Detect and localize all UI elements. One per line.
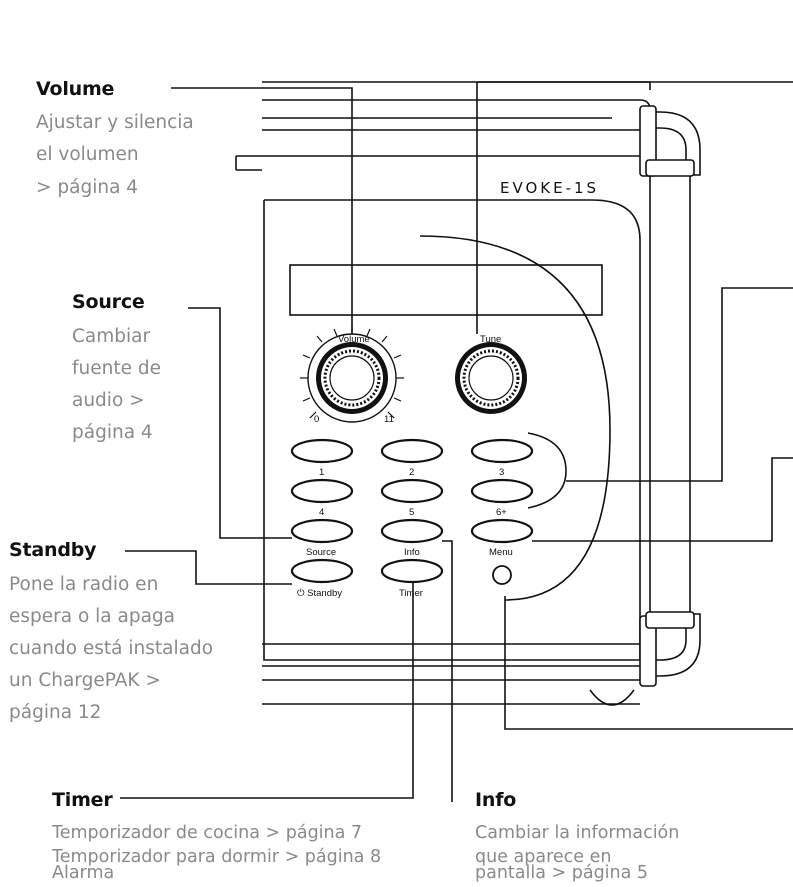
volume-max-label: 11	[384, 414, 394, 425]
callout-source-title: Source	[72, 291, 145, 313]
preset-bracket	[527, 432, 567, 509]
callout-source-line-1: Cambiar	[72, 326, 150, 347]
tune-knob[interactable]	[455, 342, 527, 414]
callout-timer-title: Timer	[52, 789, 113, 811]
callout-volume-line-2: el volumen	[36, 144, 139, 165]
standby-button-label: ⏻ Standby	[297, 588, 342, 599]
timer-button[interactable]	[380, 558, 444, 584]
callout-standby-line-1: Pone la radio en	[9, 574, 158, 595]
preset-label-6: 6+	[496, 507, 507, 518]
handle-bottom-corner	[639, 611, 701, 687]
preset-label-3: 3	[499, 467, 504, 478]
preset-buttons	[290, 438, 534, 584]
volume-min-label: 0	[314, 414, 319, 425]
callout-info-line-3: pantalla > página 5	[475, 863, 648, 883]
info-button-label: Info	[404, 547, 420, 558]
callout-volume-line-1: Ajustar y silencia	[36, 112, 194, 133]
brand-logo: EVOKE-1S	[500, 179, 599, 197]
callout-timer: Timer Temporizador de cocina > página 7 …	[51, 789, 381, 883]
preset-label-2: 2	[409, 467, 414, 478]
tune-knob-label: Tune	[480, 334, 501, 345]
callout-timer-line-2: Temporizador para dormir > página 8	[51, 847, 381, 867]
volume-scale	[300, 326, 404, 419]
preset-button-4[interactable]	[290, 478, 354, 504]
volume-knob-label: Volume	[338, 334, 370, 345]
callout-info-line-1: Cambiar la información	[475, 823, 679, 843]
callout-timer-line-1: Temporizador de cocina > página 7	[51, 823, 362, 843]
preset-button-3[interactable]	[470, 438, 534, 464]
radio-body	[235, 81, 691, 706]
source-button[interactable]	[290, 518, 354, 544]
volume-knob[interactable]	[307, 333, 397, 423]
info-button[interactable]	[380, 518, 444, 544]
preset-label-4: 4	[319, 507, 324, 518]
preset-button-2[interactable]	[380, 438, 444, 464]
preset-label-5: 5	[409, 507, 414, 518]
callout-timer-line-3: Alarma	[52, 863, 114, 883]
menu-button[interactable]	[492, 565, 512, 585]
preset-button-1[interactable]	[290, 438, 354, 464]
preset-button-6[interactable]	[470, 478, 534, 504]
callout-volume: Volume Ajustar y silencia el volumen > p…	[36, 78, 194, 198]
timer-button-label: Timer	[399, 588, 423, 599]
preset-button-5[interactable]	[380, 478, 444, 504]
callout-standby-title: Standby	[9, 539, 97, 561]
callout-volume-line-3: > página 4	[36, 177, 138, 198]
menu-select-button[interactable]	[470, 518, 534, 544]
callout-source-line-4: página 4	[72, 422, 153, 443]
callout-volume-title: Volume	[36, 78, 114, 100]
callout-source: Source Cambiar fuente de audio > página …	[72, 291, 161, 443]
callout-source-line-2: fuente de	[72, 358, 161, 379]
callout-info-title: Info	[475, 789, 516, 811]
leader-lines	[120, 81, 793, 802]
callout-standby: Standby Pone la radio en espera o la apa…	[9, 539, 213, 723]
handle-top-corner	[639, 105, 701, 177]
callout-source-line-3: audio >	[72, 390, 145, 411]
callout-info-line-2: que aparece en	[475, 847, 611, 867]
callout-standby-line-5: página 12	[9, 702, 101, 723]
menu-button-label: Menu	[489, 547, 513, 558]
callout-standby-line-3: cuando está instalado	[9, 638, 213, 659]
preset-label-1: 1	[319, 467, 324, 478]
source-button-label: Source	[306, 547, 336, 558]
lcd-display	[289, 264, 603, 316]
callout-standby-line-2: espera o la apaga	[9, 606, 175, 627]
callout-standby-line-4: un ChargePAK >	[9, 670, 161, 691]
callout-info: Info Cambiar la información que aparece …	[475, 789, 679, 883]
standby-button[interactable]	[290, 558, 354, 584]
